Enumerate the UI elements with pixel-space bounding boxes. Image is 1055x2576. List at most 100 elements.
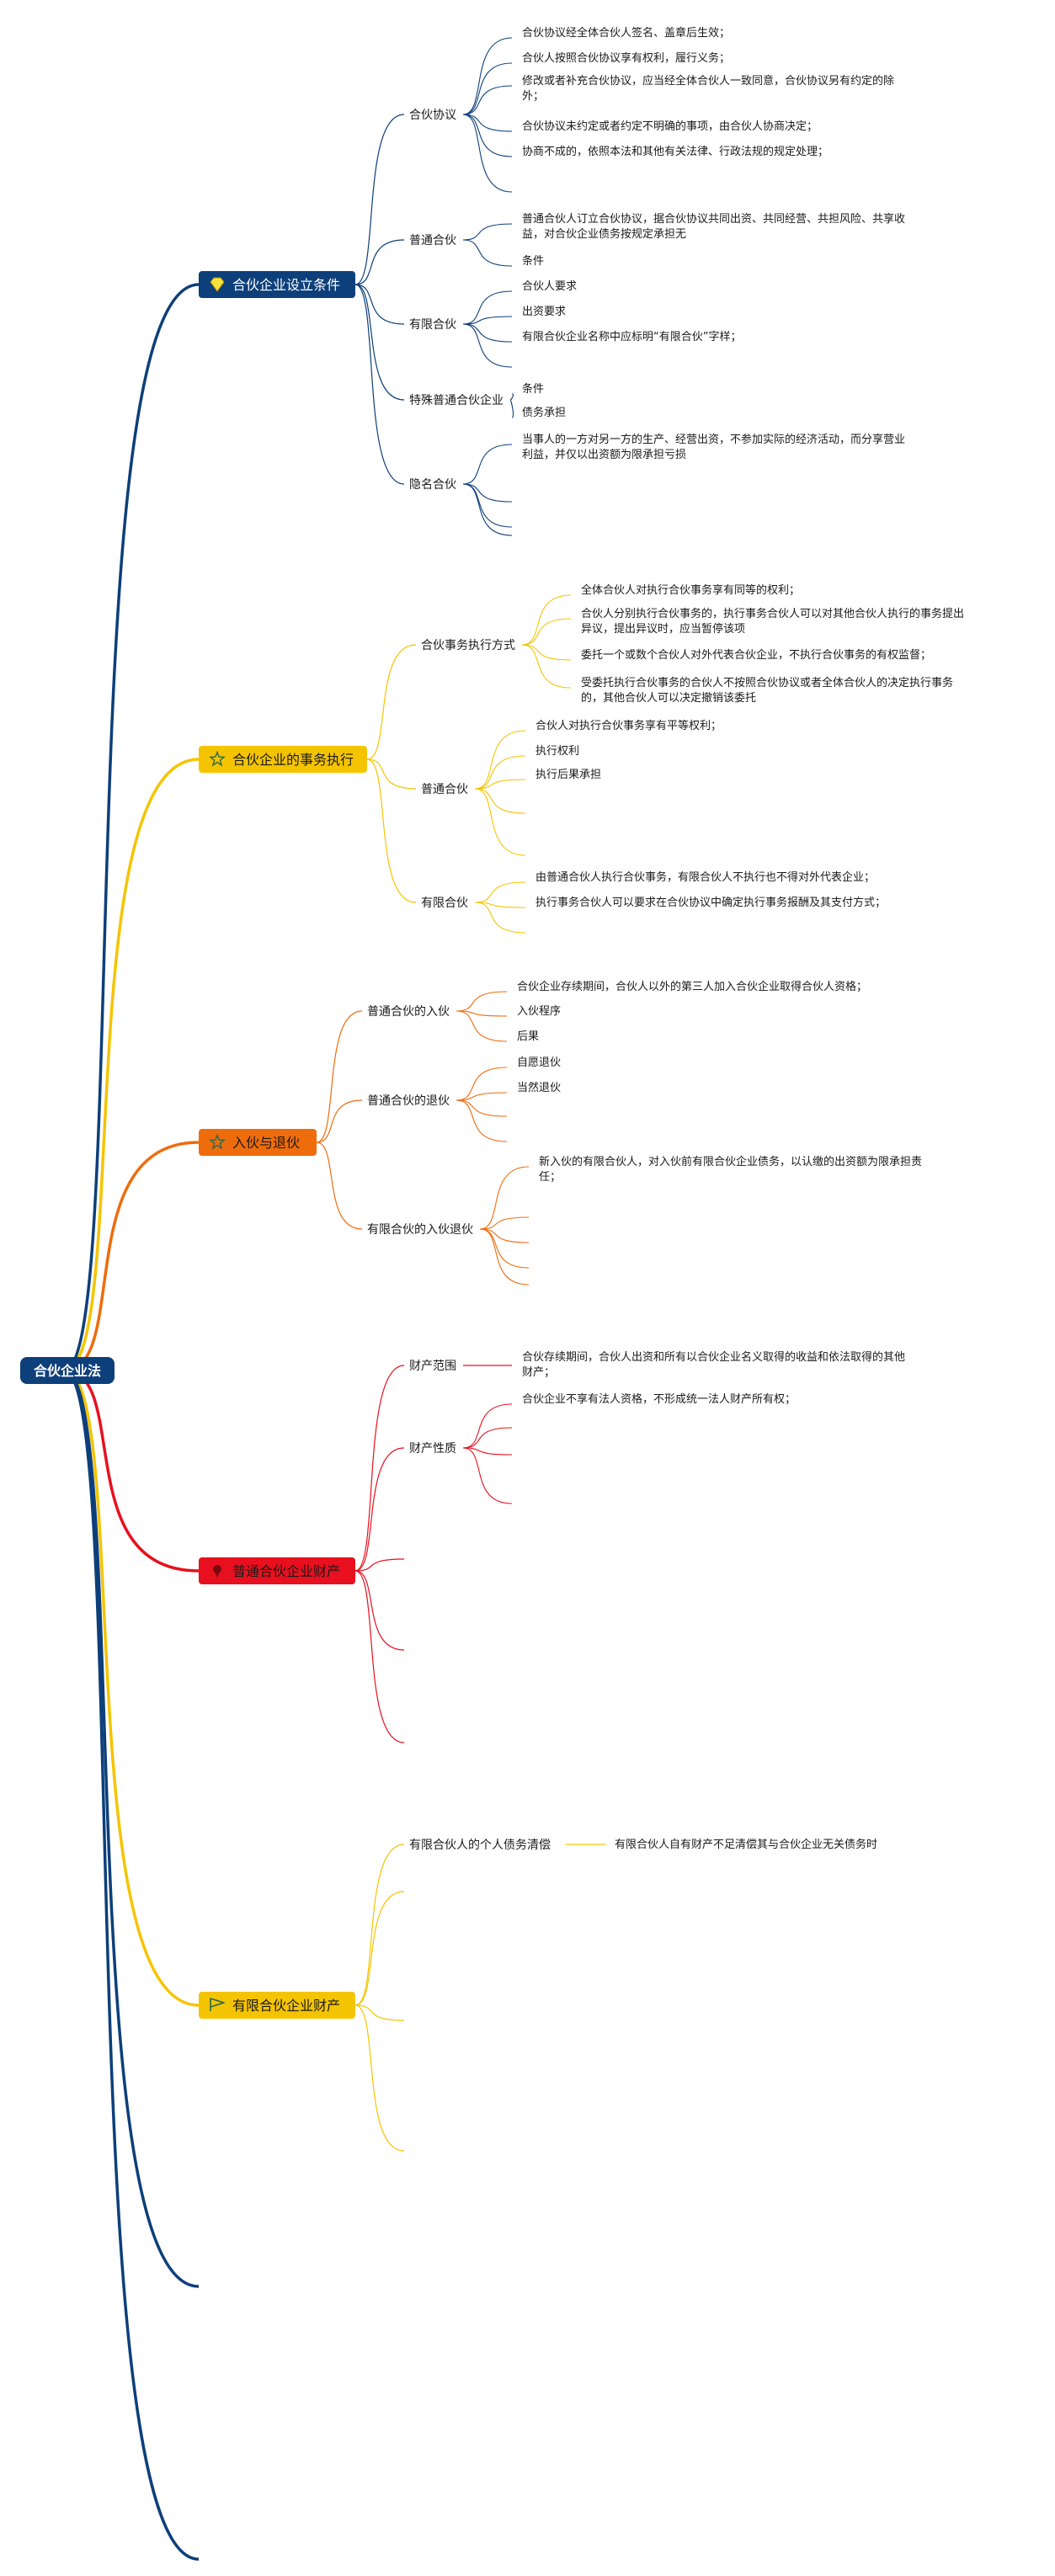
leaf-text: 出资要求 — [522, 306, 566, 318]
leaf-connector — [474, 788, 526, 814]
leaf-text: 协商不成的，依照本法和其他有关法律、行政法规的规定处理； — [522, 145, 829, 158]
leaf-text: 利益，并仅以出资额为限承担亏损 — [522, 449, 686, 461]
leaf-connector — [456, 1010, 508, 1017]
leaf-connector — [456, 991, 508, 1012]
leaf-connector — [474, 902, 526, 908]
leaf-connector — [462, 114, 513, 157]
branch-connector — [63, 1369, 200, 2561]
leaf-connector — [462, 1427, 513, 1449]
sub-connector — [354, 284, 405, 401]
leaf-connector — [521, 594, 572, 646]
sub-connector — [354, 1558, 405, 1572]
leaf-text: 合伙协议经全体合伙人签名、盖章后生效； — [522, 26, 730, 40]
leaf-connector — [521, 618, 572, 646]
leaf-text: 有限合伙企业名称中应标明“有限合伙”字样； — [522, 330, 741, 343]
leaf-text: 合伙人按照合伙协议享有权利，履行义务； — [522, 51, 730, 65]
leaf-connector — [509, 399, 514, 418]
branch-connector — [63, 1369, 200, 2288]
leaf-text: 新入伙的有限合伙人，对入伙前有限合伙企业债务，以认缴的出资额为限承担责 — [539, 1155, 922, 1168]
sub-connector — [354, 2004, 405, 2152]
leaf-text: 当事人的一方对另一方的生产、经营出资，不参加实际的经济活动，而分享营业 — [522, 433, 905, 446]
branch-label: 有限合伙企业财产 — [232, 1998, 340, 2014]
sub-topic-label: 合伙事务执行方式 — [421, 639, 515, 652]
leaf-connector — [462, 1447, 513, 1456]
leaf-connector — [474, 755, 526, 790]
branch-node[interactable]: 合伙企业的事务执行 — [199, 746, 367, 773]
pin-icon — [213, 1565, 221, 1578]
leaf-connector — [462, 114, 513, 132]
leaf-text: 合伙协议未约定或者约定不明确的事项，由合伙人协商决定； — [522, 120, 818, 133]
branch-node[interactable]: 有限合伙企业财产 — [199, 1992, 355, 2019]
leaf-text: 普通合伙人订立合伙协议，据合伙协议共同出资、共同经营、共担风险、共享收 — [522, 212, 905, 226]
leaf-connector — [474, 788, 526, 856]
leaf-connector — [509, 393, 514, 401]
leaf-connector — [479, 1228, 530, 1285]
sub-connector — [354, 1891, 405, 2006]
sub-connector — [354, 1844, 405, 2006]
flag-icon — [210, 1998, 225, 2011]
leaf-connector — [474, 902, 526, 934]
leaf-text: 入伙程序 — [517, 1005, 561, 1018]
leaf-text: 合伙人分别执行合伙事务的，执行事务合伙人可以对其他合伙人执行的事务提出 — [581, 607, 964, 620]
leaf-connector — [462, 62, 513, 115]
root-node[interactable]: 合伙企业法 — [20, 1357, 115, 1384]
leaf-connector — [456, 1010, 508, 1042]
leaf-text: 任； — [539, 1171, 561, 1184]
sub-connector — [366, 758, 417, 903]
sub-connector — [354, 114, 405, 285]
leaf-text: 合伙人要求 — [522, 280, 577, 293]
leaf-connector — [456, 1099, 508, 1117]
leaf-connector — [462, 114, 513, 193]
leaf-text: 条件 — [522, 382, 544, 396]
leaf-connector — [462, 323, 513, 368]
leaf-connector — [462, 483, 513, 536]
leaf-text: 财产； — [522, 1366, 555, 1379]
diamond-icon — [210, 277, 225, 292]
sub-topic-label: 普通合伙的入伙 — [367, 1005, 450, 1019]
sub-topic-label: 财产范围 — [409, 1359, 456, 1373]
leaf-text: 执行事务合伙人可以要求在合伙协议中确定执行事务报酬及其支付方式； — [535, 896, 886, 909]
leaf-connector — [462, 1447, 513, 1504]
leaf-connector — [456, 1067, 508, 1101]
leaf-connector — [462, 85, 513, 115]
leaf-text: 外； — [522, 90, 544, 103]
star-icon — [208, 1133, 226, 1150]
leaf-connector — [456, 1099, 508, 1142]
leaf-connector — [462, 483, 513, 528]
leaf-text: 修改或者补充合伙协议，应当经全体合伙人一致同意，合伙协议另有约定的除 — [522, 74, 894, 88]
leaf-connector — [521, 644, 572, 689]
leaf-text: 后果 — [517, 1030, 539, 1043]
leaf-connector — [462, 444, 513, 485]
leaf-connector — [479, 1166, 530, 1230]
leaf-connector — [462, 316, 513, 325]
branch-label: 合伙企业设立条件 — [232, 277, 340, 293]
sub-connector — [354, 284, 405, 485]
leaf-text: 由普通合伙人执行合伙事务，有限合伙人不执行也不得对外代表企业； — [535, 870, 875, 884]
leaf-connector — [462, 483, 513, 503]
sub-topic-label: 财产性质 — [409, 1442, 456, 1456]
sub-connector — [366, 644, 417, 760]
sub-topic-label: 普通合伙的退伙 — [367, 1094, 450, 1108]
leaf-connector — [521, 644, 572, 661]
branch-label: 入伙与退伙 — [232, 1135, 300, 1151]
sub-topic-label: 有限合伙 — [421, 897, 468, 910]
sub-topic-label: 普通合伙 — [409, 234, 456, 247]
leaf-connector — [462, 1403, 513, 1449]
sub-connector — [354, 1570, 405, 1743]
sub-connector — [354, 2004, 405, 2021]
branch-node[interactable]: 合伙企业设立条件 — [199, 271, 355, 298]
leaf-connector — [479, 1228, 530, 1269]
branch-node[interactable]: 入伙与退伙 — [199, 1129, 317, 1156]
sub-topic-label: 隐名合伙 — [409, 478, 456, 492]
sub-connector — [354, 1570, 405, 1651]
sub-connector — [316, 1142, 363, 1230]
branch-node[interactable]: 普通合伙企业财产 — [199, 1557, 355, 1584]
leaf-text: 益，对合伙企业债务按规定承担无 — [522, 227, 686, 241]
star-icon — [208, 750, 226, 767]
branch-label: 合伙企业的事务执行 — [232, 752, 354, 768]
leaf-text: 的，其他合伙人可以决定撤销该委托 — [581, 691, 756, 705]
connector-layer — [63, 37, 606, 2561]
leaf-text: 合伙企业不享有法人资格，不形成统一法人财产所有权； — [522, 1392, 796, 1406]
sub-topic-label: 有限合伙 — [409, 318, 456, 332]
